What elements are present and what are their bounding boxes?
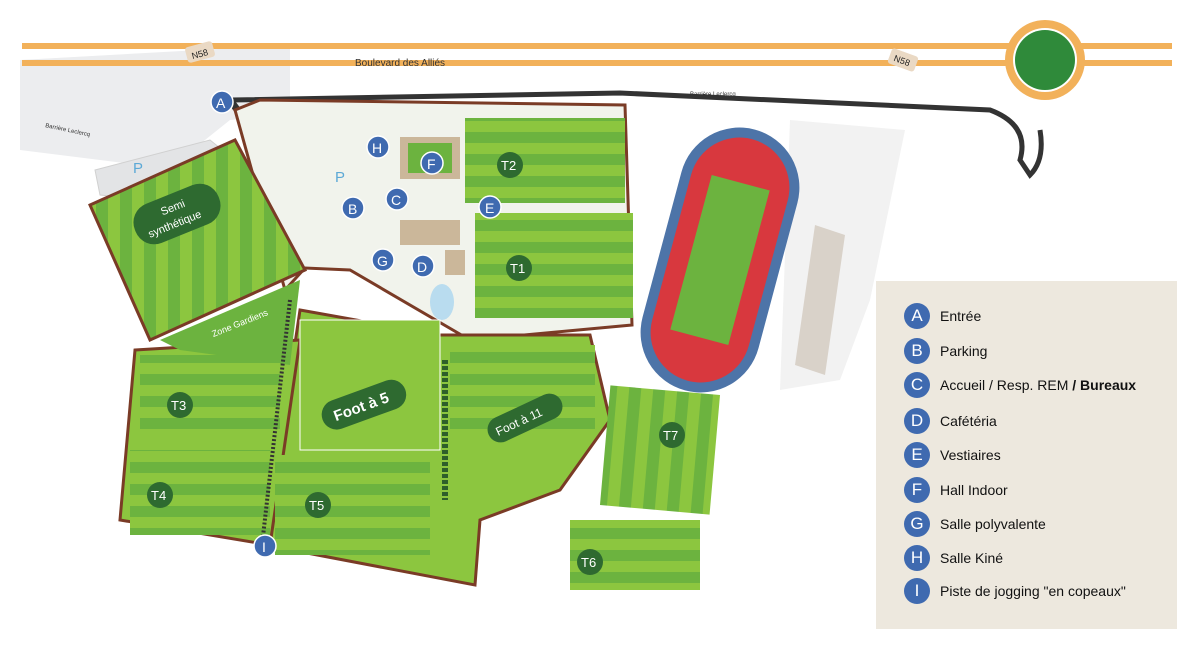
legend-badge: H: [904, 545, 930, 571]
legend-badge: D: [904, 408, 930, 434]
legend-item-e: E Vestiaires: [904, 442, 1001, 468]
legend-item-a: A Entrée: [904, 303, 981, 329]
legend-item-b: B Parking: [904, 338, 987, 364]
marker-c[interactable]: C: [385, 187, 409, 211]
barrier-top-label: Barrière Leclercq: [690, 92, 736, 98]
building-cafeteria: [400, 220, 460, 245]
legend-label: Salle polyvalente: [940, 516, 1046, 532]
field-label-t1: T1: [506, 255, 532, 281]
field-label-t5: T5: [305, 492, 331, 518]
field-foot-a-5: [299, 319, 441, 451]
svg-text:E: E: [485, 200, 494, 216]
legend-label: Accueil / Resp. REM / Bureaux: [940, 377, 1137, 393]
field-label-t4: T4: [147, 482, 173, 508]
parking-letter-main: P: [335, 169, 345, 186]
pavement-left: [20, 45, 290, 165]
legend-label-extra: / Bureaux: [1068, 377, 1137, 393]
svg-text:T6: T6: [581, 555, 596, 570]
svg-text:N58: N58: [191, 47, 210, 61]
svg-text:A: A: [216, 95, 226, 111]
svg-text:C: C: [391, 192, 401, 208]
legend-badge: C: [904, 372, 930, 398]
svg-text:T5: T5: [309, 498, 324, 513]
boulevard: [22, 20, 1172, 100]
field-t7: [599, 385, 721, 515]
marker-a[interactable]: A: [210, 90, 234, 114]
legend-badge: I: [904, 578, 930, 604]
svg-text:B: B: [348, 201, 357, 217]
svg-text:H: H: [372, 140, 382, 156]
legend-item-c: C Accueil / Resp. REM / Bureaux: [904, 372, 1136, 398]
svg-text:I: I: [262, 539, 266, 555]
marker-d[interactable]: D: [411, 254, 435, 278]
field-label-t7: T7: [659, 422, 685, 448]
svg-text:D: D: [417, 259, 427, 275]
legend-label: Salle Kiné: [940, 550, 1004, 566]
marker-b[interactable]: B: [341, 196, 365, 220]
field-label-t6: T6: [577, 549, 603, 575]
field-t3: [140, 355, 280, 440]
svg-text:T7: T7: [663, 428, 678, 443]
svg-text:F: F: [427, 156, 436, 172]
marker-e[interactable]: E: [478, 195, 502, 219]
athletics-stadium: [640, 127, 800, 393]
legend-badge: F: [904, 477, 930, 503]
marker-g[interactable]: G: [371, 248, 395, 272]
field-semi-synthetique: [88, 138, 308, 342]
legend-label: Entrée: [940, 308, 982, 324]
semi-label-box: [133, 183, 221, 245]
field-label-t2: T2: [497, 152, 523, 178]
svg-text:G: G: [377, 253, 388, 269]
legend-badge: A: [904, 303, 930, 329]
legend-label: Cafétéria: [940, 413, 997, 429]
svg-text:T2: T2: [501, 158, 516, 173]
svg-text:T4: T4: [151, 488, 166, 503]
legend-item-d: D Cafétéria: [904, 408, 997, 434]
access-road-top: [231, 90, 1044, 179]
parking-letter-left: P: [133, 160, 143, 177]
field-label-t3: T3: [167, 392, 193, 418]
legend-label: Piste de jogging "en copeaux": [940, 583, 1126, 599]
field-t1: [475, 213, 633, 318]
zone-gardiens: [160, 280, 300, 365]
legend-item-h: H Salle Kiné: [904, 545, 1003, 571]
road-shield-right: N58: [887, 48, 919, 72]
jogging-track: [260, 299, 292, 546]
legend-item-f: F Hall Indoor: [904, 477, 1008, 503]
legend-item-g: G Salle polyvalente: [904, 511, 1046, 537]
legend-badge: G: [904, 511, 930, 537]
svg-text:T1: T1: [510, 261, 525, 276]
legend-item-i: I Piste de jogging "en copeaux": [904, 578, 1126, 604]
marker-f[interactable]: F: [420, 151, 444, 175]
field-t5: [275, 455, 430, 555]
grandstand: [795, 225, 845, 375]
legend-label: Hall Indoor: [940, 482, 1008, 498]
road-shield-left: N58: [185, 41, 215, 63]
legend-panel: A Entrée B Parking C Accueil / Resp. REM…: [876, 281, 1177, 629]
marker-h[interactable]: H: [366, 135, 390, 159]
marker-i[interactable]: I: [253, 534, 277, 558]
legend-badge: E: [904, 442, 930, 468]
legend-label: Vestiaires: [940, 447, 1001, 463]
pond: [430, 284, 454, 320]
legend-badge: B: [904, 338, 930, 364]
legend-label: Parking: [940, 343, 988, 359]
road-name: Boulevard des Alliés: [355, 58, 445, 69]
svg-text:T3: T3: [171, 398, 186, 413]
field-t2: [465, 118, 625, 203]
building-vestiaires: [445, 250, 465, 275]
